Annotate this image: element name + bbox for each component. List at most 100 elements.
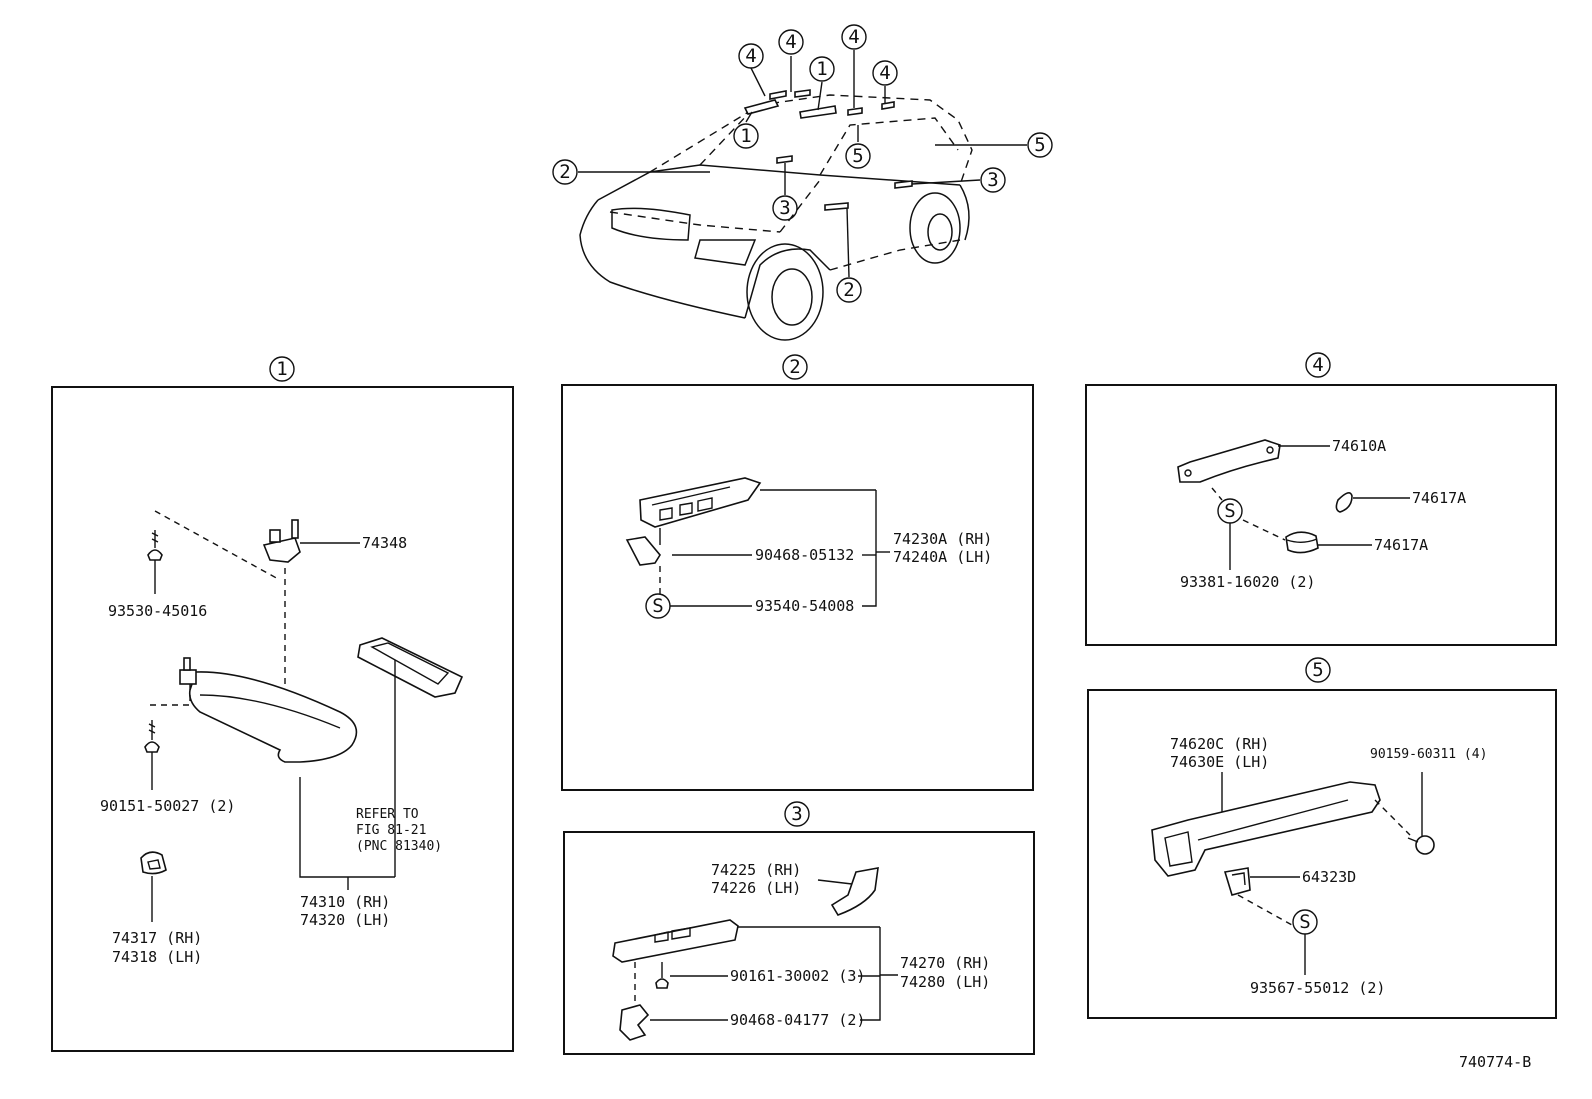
label-93540-54008: 93540-54008 <box>755 597 854 615</box>
panel-2-scuff-plate: 2 90468-05132 S 93540-54008 74230A (RH) … <box>561 354 1034 791</box>
svg-text:2: 2 <box>789 356 800 378</box>
label-74226-lh: 74226 (LH) <box>711 879 801 897</box>
panel-5-frame <box>1087 689 1557 1019</box>
svg-text:S: S <box>1224 500 1235 522</box>
label-93530-45016: 93530-45016 <box>108 602 207 620</box>
panel-5-rear-grip: 5 74620C (RH) 74630E (LH) 90159-60311 (4… <box>1087 657 1557 1019</box>
svg-text:4: 4 <box>745 45 756 67</box>
dash-link <box>1237 894 1293 926</box>
visor-holder-icon <box>140 851 167 875</box>
svg-text:3: 3 <box>987 169 998 191</box>
label-74630e-lh: 74630E (LH) <box>1170 753 1269 771</box>
svg-text:S: S <box>652 595 663 617</box>
label-90161-30002: 90161-30002 (3) <box>730 967 865 985</box>
svg-text:1: 1 <box>740 125 751 147</box>
scuff-plate-rear-icon <box>612 919 739 963</box>
panel-1-marker: 1 <box>269 356 295 382</box>
panel-3-marker: 3 <box>784 801 810 827</box>
overview-callout-5: 4 <box>872 60 898 86</box>
overview-callout-3: 1 <box>809 56 835 82</box>
panel-2-marker: 2 <box>782 354 808 380</box>
panel-4-frame <box>1085 384 1557 646</box>
overview-callout-9: 2 <box>552 159 578 185</box>
label-74617a-2: 74617A <box>1374 536 1428 554</box>
label-74318-lh: 74318 (LH) <box>112 948 202 966</box>
svg-text:3: 3 <box>791 803 802 825</box>
panel-1-sun-visor: 1 93530-45016 74348 <box>51 356 514 1052</box>
vehicle-overview: 4 4 1 4 4 1 5 5 2 3 3 2 <box>552 24 1053 341</box>
label-74610a: 74610A <box>1332 437 1386 455</box>
sun-visor-icon <box>179 657 358 763</box>
panel-4-marker: 4 <box>1305 352 1331 378</box>
label-74348: 74348 <box>362 534 407 552</box>
s-symbol-93381: S <box>1217 498 1243 524</box>
dash-link <box>1374 799 1411 836</box>
vehicle-outline <box>579 89 973 341</box>
label-74310-rh: 74310 (RH) <box>300 893 390 911</box>
overview-callout-8: 5 <box>1027 132 1053 158</box>
clip-64323d-icon <box>1223 867 1251 896</box>
label-64323d: 64323D <box>1302 868 1356 886</box>
svg-text:3: 3 <box>779 197 790 219</box>
rear-grip-icon <box>1151 781 1381 877</box>
panel-3-frame <box>563 831 1035 1055</box>
assist-grip-icon <box>1177 439 1281 483</box>
panel-3-scuff-plate-rear: 3 74225 (RH) 74226 (LH) 90161-30002 (3) … <box>563 801 1035 1055</box>
label-74280-lh: 74280 (LH) <box>900 973 990 991</box>
svg-text:5: 5 <box>1312 659 1323 681</box>
overview-callout-10: 3 <box>772 195 798 221</box>
svg-text:2: 2 <box>559 161 570 183</box>
panel-2-frame <box>561 384 1034 791</box>
svg-text:4: 4 <box>848 26 859 48</box>
label-90159-60311: 90159-60311 (4) <box>1370 747 1487 762</box>
label-74230a-rh: 74230A (RH) <box>893 530 992 548</box>
svg-text:4: 4 <box>1312 354 1323 376</box>
dash-link <box>1242 519 1286 541</box>
overview-callout-4: 4 <box>841 24 867 50</box>
bolt-90159-icon <box>1407 835 1435 855</box>
screw-90161-icon <box>655 962 669 989</box>
svg-text:1: 1 <box>816 58 827 80</box>
label-refer-line-3: (PNC 81340) <box>356 839 442 854</box>
label-74317-rh: 74317 (RH) <box>112 929 202 947</box>
label-74225-rh: 74225 (RH) <box>711 861 801 879</box>
label-93381-16020: 93381-16020 (2) <box>1180 573 1315 591</box>
leader-bracket <box>299 777 395 878</box>
svg-text:5: 5 <box>852 145 863 167</box>
dash-link <box>150 684 191 706</box>
label-74617a-1: 74617A <box>1412 489 1466 507</box>
clip-90468-icon <box>619 1004 650 1041</box>
overview-leaders <box>578 50 1027 278</box>
diagram-code: 740774-B <box>1459 1053 1531 1071</box>
end-cover-icon <box>830 867 879 916</box>
visor-clip-icon <box>262 519 301 563</box>
label-74240a-lh: 74240A (LH) <box>893 548 992 566</box>
leader-bracket <box>860 927 881 1021</box>
screw-90468-icon <box>625 528 661 566</box>
panel-5-marker: 5 <box>1305 657 1331 683</box>
label-74270-rh: 74270 (RH) <box>900 954 990 972</box>
overview-callout-1: 4 <box>738 43 764 69</box>
cap-74617a-icon <box>1335 492 1353 513</box>
label-90468-04177: 90468-04177 (2) <box>730 1011 865 1029</box>
svg-text:4: 4 <box>879 62 890 84</box>
s-symbol-93567: S <box>1292 909 1318 935</box>
label-refer-line-2: FIG 81-21 <box>356 823 426 838</box>
dash-link <box>1211 487 1223 501</box>
screw-93530-icon <box>147 530 163 594</box>
s-symbol-93540: S <box>645 593 671 619</box>
label-refer-line-1: REFER TO <box>356 807 419 822</box>
scuff-plate-icon <box>639 477 762 528</box>
panel-1-frame <box>51 386 514 1052</box>
overview-callout-6: 1 <box>733 123 759 149</box>
svg-text:1: 1 <box>276 358 287 380</box>
dash-link <box>154 510 281 581</box>
label-90151-50027: 90151-50027 (2) <box>100 797 235 815</box>
svg-text:5: 5 <box>1034 134 1045 156</box>
label-74620c-rh: 74620C (RH) <box>1170 735 1269 753</box>
overview-callout-7: 5 <box>845 143 871 169</box>
cap-74617a-round-icon <box>1285 531 1319 554</box>
label-74320-lh: 74320 (LH) <box>300 911 390 929</box>
panel-4-assist-grip: 4 74610A 74617A S 93381-16020 (2) 74617A <box>1085 352 1557 646</box>
